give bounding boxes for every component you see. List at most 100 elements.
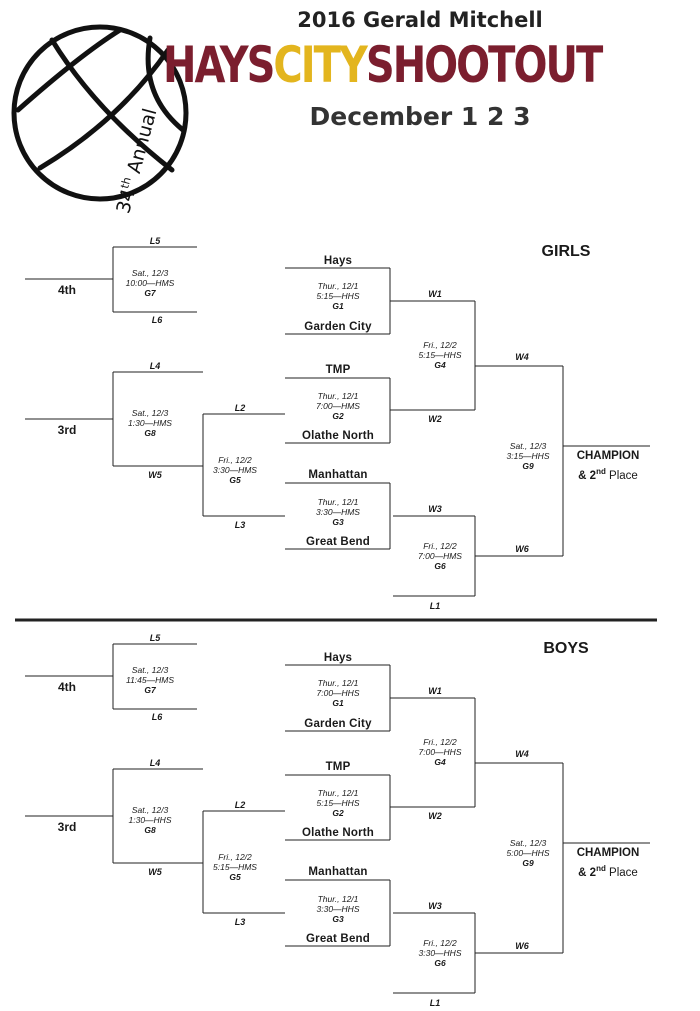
boys-slot-w6: W6 — [515, 941, 529, 951]
girls-slot-l1: L1 — [429, 601, 441, 611]
game-code: G7 — [144, 288, 156, 298]
second-place-text: & 2nd Place — [578, 864, 638, 879]
game-code: G3 — [332, 914, 344, 924]
girls-team-t5: Manhattan — [308, 469, 368, 481]
girls-slot-w5: W5 — [148, 470, 162, 480]
boys-slot-w2: W2 — [428, 811, 442, 821]
game-time: 1:30—HMS — [128, 418, 172, 428]
game-code: G5 — [229, 872, 241, 882]
game-code: G6 — [434, 561, 446, 571]
second-place-text: & 2nd Place — [578, 467, 638, 482]
girls-slot-w2: W2 — [428, 414, 442, 424]
game-time: 3:30—HHS — [316, 904, 360, 914]
event-brand: HAYSCITYSHOOTOUT — [163, 37, 603, 95]
game-time: 3:15—HHS — [506, 451, 550, 461]
game-day: Fri., 12/2 — [218, 455, 252, 465]
girls-third-place-label: 3rd — [57, 423, 77, 437]
boys-team-t3: TMP — [325, 761, 351, 773]
game-time: 7:00—HHS — [418, 747, 462, 757]
boys-team-t2: Garden City — [304, 718, 372, 730]
game-code: G7 — [144, 685, 156, 695]
game-day: Thur., 12/1 — [317, 894, 359, 904]
game-day: Sat., 12/3 — [131, 268, 169, 278]
game-code: G2 — [332, 808, 344, 818]
game-code: G1 — [332, 698, 344, 708]
boys-slot-l5: L5 — [149, 633, 161, 643]
game-time: 11:45—HMS — [125, 675, 175, 685]
game-time: 7:00—HMS — [316, 401, 360, 411]
game-time: 1:30—HHS — [128, 815, 172, 825]
girls-team-t6: Great Bend — [306, 536, 370, 548]
boys-slot-l6: L6 — [151, 712, 163, 722]
game-day: Fri., 12/2 — [423, 737, 457, 747]
boys-slot-l2: L2 — [234, 800, 246, 810]
event-dates: December 1 2 3 — [309, 102, 531, 131]
boys-section-title: BOYS — [543, 640, 589, 657]
boys-slot-l1: L1 — [429, 998, 441, 1008]
game-day: Sat., 12/3 — [509, 838, 547, 848]
boys-slot-l4: L4 — [149, 758, 161, 768]
game-time: 5:15—HHS — [316, 291, 360, 301]
girls-slot-l2: L2 — [234, 403, 246, 413]
girls-slot-l5: L5 — [149, 236, 161, 246]
basketball-icon — [11, 24, 189, 202]
game-day: Fri., 12/2 — [423, 541, 457, 551]
boys-champion-label: CHAMPION & 2nd Place — [577, 845, 640, 881]
game-code: G5 — [229, 475, 241, 485]
event-title: 2016 Gerald Mitchell — [297, 8, 543, 32]
game-time: 5:15—HMS — [213, 862, 257, 872]
game-time: 5:00—HHS — [506, 848, 550, 858]
girls-slot-w6: W6 — [515, 544, 529, 554]
girls-fourth-place-label: 4th — [58, 283, 76, 297]
girls-slot-l4: L4 — [149, 361, 161, 371]
boys-slot-l3: L3 — [234, 917, 246, 927]
boys-team-t5: Manhattan — [308, 866, 368, 878]
game-code: G8 — [144, 428, 156, 438]
game-day: Thur., 12/1 — [317, 391, 359, 401]
game-time: 10:00—HMS — [125, 278, 175, 288]
boys-team-t1: Hays — [323, 652, 353, 664]
boys-third-place-label: 3rd — [57, 820, 77, 834]
boys-slot-w3: W3 — [428, 901, 442, 911]
game-day: Fri., 12/2 — [423, 340, 457, 350]
game-code: G9 — [522, 858, 534, 868]
game-code: G4 — [434, 757, 446, 767]
game-day: Fri., 12/2 — [218, 852, 252, 862]
game-time: 3:30—HHS — [418, 948, 462, 958]
boys-slot-w4: W4 — [515, 749, 529, 759]
game-day: Sat., 12/3 — [131, 805, 169, 815]
boys-team-t6: Great Bend — [306, 933, 370, 945]
champion-text: CHAMPION — [576, 847, 640, 859]
girls-team-t1: Hays — [323, 255, 353, 267]
boys-fourth-place-label: 4th — [58, 680, 76, 694]
game-code: G6 — [434, 958, 446, 968]
game-time: 7:00—HHS — [316, 688, 360, 698]
boys-slot-w5: W5 — [148, 867, 162, 877]
game-day: Sat., 12/3 — [131, 665, 169, 675]
boys-slot-w1: W1 — [428, 686, 442, 696]
game-code: G2 — [332, 411, 344, 421]
girls-section-title: GIRLS — [541, 243, 591, 260]
girls-team-t3: TMP — [325, 364, 351, 376]
boys-team-t4: Olathe North — [301, 827, 375, 839]
game-time: 5:15—HHS — [316, 798, 360, 808]
game-code: G9 — [522, 461, 534, 471]
